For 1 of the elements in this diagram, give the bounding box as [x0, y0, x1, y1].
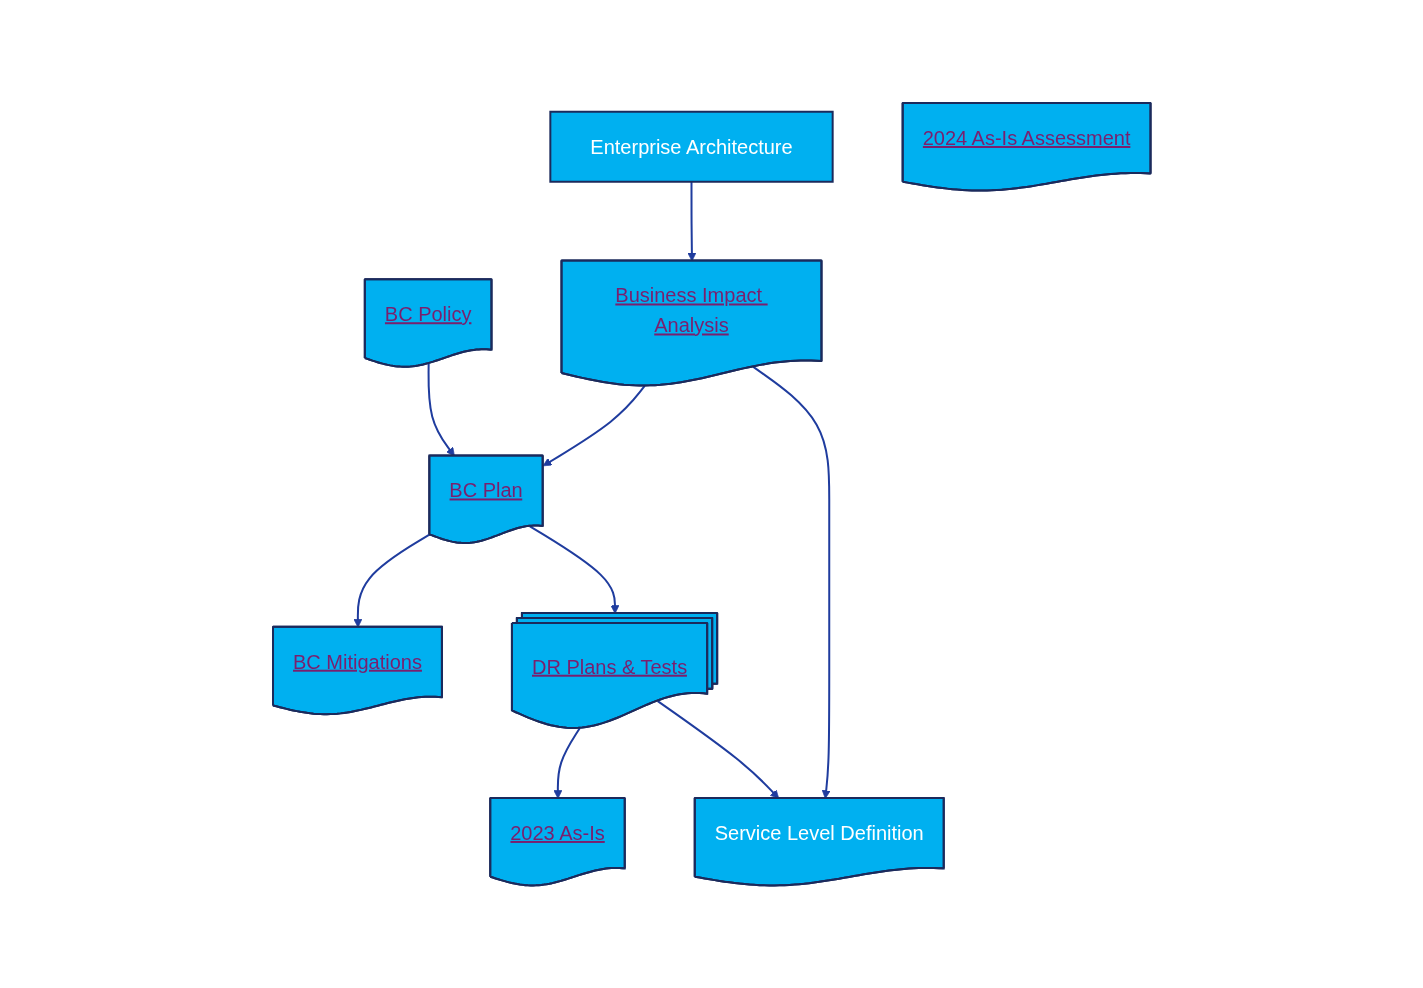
node-box: Enterprise Architecture [549, 110, 834, 183]
